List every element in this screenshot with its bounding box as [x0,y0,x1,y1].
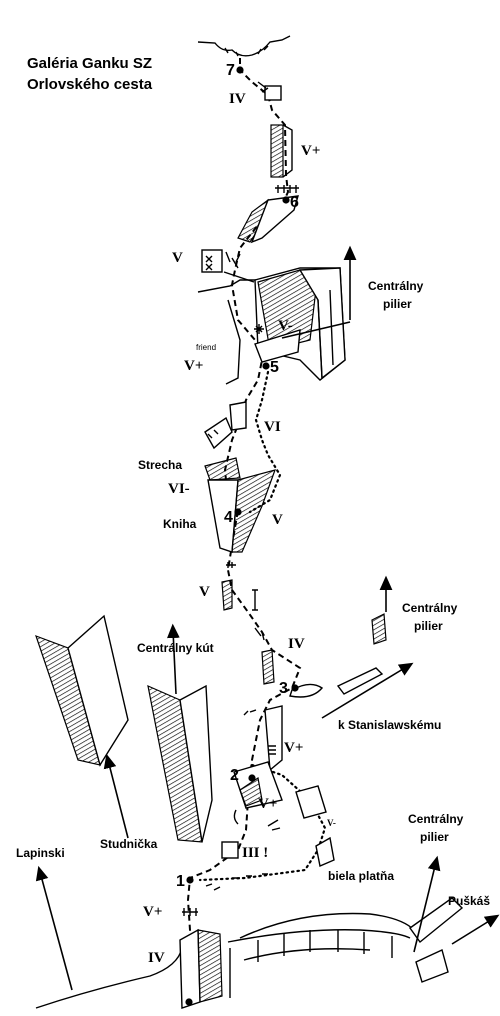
label-puskas: Puškáš [448,894,490,908]
grade-v-plus-low: V+ [284,740,303,756]
belay-dot-5 [262,362,270,370]
belay-number-1: 1 [176,873,185,890]
grade-v-minus-pillar: V- [278,318,293,334]
grade-v-left: V [172,250,183,266]
grade-v-mid: V [199,584,210,600]
rock-block-top [264,85,282,101]
start-dot [185,998,193,1006]
belay-number-6: 6 [290,194,299,211]
label-centralny-pilier-top-1: Centrálny [368,279,424,293]
block-above-2 [264,705,283,772]
grade-v-kniha: V [272,512,283,528]
belay-number-4: 4 [224,509,233,526]
arrow-centralny-kut [166,623,180,695]
arrow-central-pillar-bottom [413,855,441,953]
grade-v-plus-small: V+ [258,796,277,812]
grade-v-plus-friend: V+ [184,358,203,374]
crack-block-mid [221,579,233,611]
small-box-left [201,249,223,273]
belay-dot-4 [234,508,242,516]
belay-dot-6 [282,196,290,204]
belay-dot-1 [186,876,194,884]
belay-dot-2 [248,774,256,782]
block-vi [229,401,247,431]
arrow-k-stanislawskemu [321,662,414,719]
title-line-2: Orlovského cesta [27,76,153,93]
belay-number-5: 5 [270,359,279,376]
grade-top-iv: IV [229,91,246,107]
label-centralny-pilier-top-2: pilier [383,297,412,311]
label-lapinski: Lapinski [16,846,65,860]
summit-ridge [197,35,291,57]
title-line-1: Galéria Ganku SZ [27,55,152,72]
label-k-stanislawskemu: k Stanislawskému [338,718,441,732]
arrow-lapinski [35,865,73,991]
base-pillar-left [179,928,201,1009]
crack-block-iv [261,649,275,685]
grade-vi-minus: VI- [168,481,190,497]
label-centralny-pilier-right-2: pilier [414,619,443,633]
arrow-studnicka [103,753,129,839]
label-centralny-pilier-bottom-1: Centrálny [408,812,464,826]
label-centralny-pilier-right-1: Centrálny [402,601,458,615]
base-pillar-right [197,929,223,1003]
label-strecha: Strecha [138,458,182,472]
belay-number-7: 7 [226,62,235,79]
label-centralny-kut: Centrálny kút [137,641,214,655]
ledge-belay-5 [254,329,301,363]
belay-number-2: 2 [230,767,239,784]
grade-v-minus-small: V- [327,818,336,828]
base-terrain-line [35,929,411,1009]
upper-crack-block [270,124,284,178]
grade-vi: VI [264,419,281,435]
variant-route-line [198,370,327,882]
central-pillar-right-sketch [371,613,387,645]
belay-dot-3 [291,684,299,692]
label-centralny-pilier-bottom-2: pilier [420,830,449,844]
belay-number-3: 3 [279,680,288,697]
arrow-puskas [451,914,500,945]
grade-iv-mid: IV [288,636,305,652]
grade-v-plus-base: V+ [143,904,162,920]
book-kniha-right [231,469,276,553]
label-studnicka: Studnička [100,837,158,851]
belay-dot-7 [236,66,244,74]
label-kniha: Kniha [163,517,197,531]
grade-iv-base: IV [148,950,165,966]
roof-strecha [204,457,241,481]
label-biela-platna: biela platňa [328,869,394,883]
grade-upper-v-plus: V+ [301,143,320,159]
block-iii [221,841,239,859]
puskas-rock [409,897,464,944]
grade-iii: III ! [242,845,268,861]
label-friend: friend [196,343,216,352]
